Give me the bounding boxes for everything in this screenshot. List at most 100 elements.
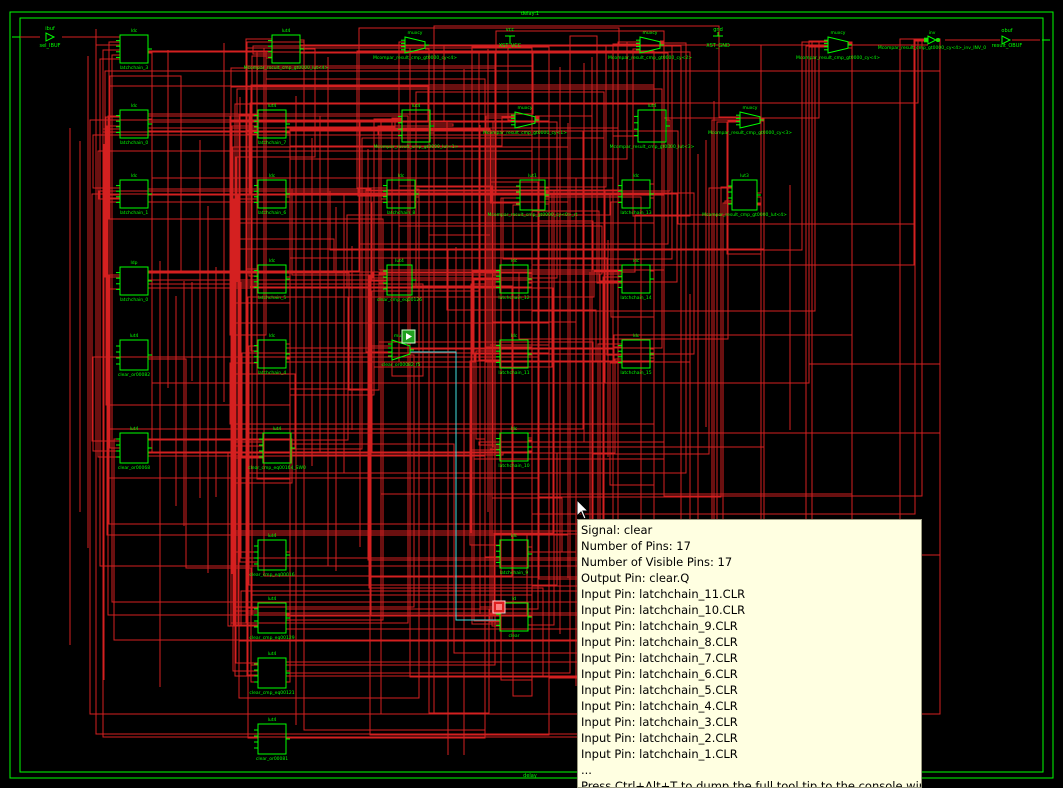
net-wire[interactable] <box>97 150 533 458</box>
net-wire[interactable] <box>252 45 607 188</box>
net-wire[interactable] <box>148 120 740 340</box>
net-wire[interactable] <box>535 115 732 455</box>
net-wire[interactable] <box>808 38 941 365</box>
net-wire[interactable] <box>102 49 291 672</box>
net-wire[interactable] <box>610 201 655 356</box>
net-wire[interactable] <box>239 190 555 626</box>
net-wire[interactable] <box>250 84 655 352</box>
net-wire[interactable] <box>148 296 349 739</box>
net-wire[interactable] <box>231 125 554 534</box>
net-wire[interactable] <box>234 222 655 440</box>
net-wire[interactable] <box>660 40 828 119</box>
net-wire[interactable] <box>148 204 533 697</box>
net-wire[interactable] <box>91 193 678 442</box>
net-wire[interactable] <box>245 42 687 474</box>
net-wire[interactable] <box>378 41 665 271</box>
net-wire[interactable] <box>232 146 569 553</box>
net-wire[interactable] <box>398 41 603 275</box>
net-wires[interactable] <box>14 25 1040 755</box>
net-wire[interactable] <box>716 39 941 556</box>
net-wire[interactable] <box>726 121 762 255</box>
cell-mcompar-result-cmp-gt0000-cy-4-inv-inv-0[interactable]: invMcompar_result_cmp_gt0000_cy<4>_inv_I… <box>878 30 986 51</box>
net-wire[interactable] <box>232 187 550 612</box>
net-wire[interactable] <box>227 354 533 627</box>
net-wire[interactable] <box>148 38 409 624</box>
net-wire[interactable] <box>535 116 622 580</box>
net-wire[interactable] <box>300 52 669 285</box>
net-wire[interactable] <box>489 192 550 450</box>
net-wire[interactable] <box>430 39 928 225</box>
net-wire[interactable] <box>235 48 316 664</box>
net-wire[interactable] <box>300 39 500 731</box>
net-wire[interactable] <box>107 115 762 616</box>
net-wire[interactable] <box>109 119 396 449</box>
net-wire[interactable] <box>241 195 550 458</box>
net-wire[interactable] <box>246 357 655 614</box>
selected-net-clear[interactable] <box>410 351 500 621</box>
net-wire[interactable] <box>286 118 402 553</box>
net-wire[interactable] <box>507 44 762 194</box>
net-wire[interactable] <box>286 129 520 204</box>
net-wire[interactable] <box>111 54 642 603</box>
clear-net-segment[interactable] <box>410 351 500 621</box>
net-wire[interactable] <box>148 52 622 384</box>
net-wire[interactable] <box>148 290 500 608</box>
net-wire[interactable] <box>286 360 528 617</box>
net-wire[interactable] <box>469 197 655 546</box>
net-wire[interactable] <box>265 57 486 739</box>
net-wire[interactable] <box>148 438 293 626</box>
net-wire[interactable] <box>113 45 682 641</box>
net-wire[interactable] <box>238 43 853 642</box>
net-wire[interactable] <box>356 50 655 189</box>
net-wire[interactable] <box>148 194 553 368</box>
net-wire[interactable] <box>430 25 740 134</box>
net-wire[interactable] <box>660 39 928 497</box>
net-wire[interactable] <box>528 200 732 273</box>
net-wire[interactable] <box>246 65 533 676</box>
net-wire[interactable] <box>286 132 500 363</box>
net-wire[interactable] <box>232 202 762 672</box>
net-wire[interactable] <box>233 198 415 608</box>
probe-markers[interactable] <box>401 329 590 614</box>
net-wire[interactable] <box>108 41 384 621</box>
net-wire[interactable] <box>380 41 853 495</box>
net-wire[interactable] <box>250 440 533 666</box>
net-wire[interactable] <box>528 210 622 439</box>
net-wire[interactable] <box>291 358 622 456</box>
net-wire[interactable] <box>148 50 534 361</box>
net-wire[interactable] <box>148 50 267 336</box>
net-wire[interactable] <box>246 47 533 441</box>
net-wire[interactable] <box>235 373 296 459</box>
